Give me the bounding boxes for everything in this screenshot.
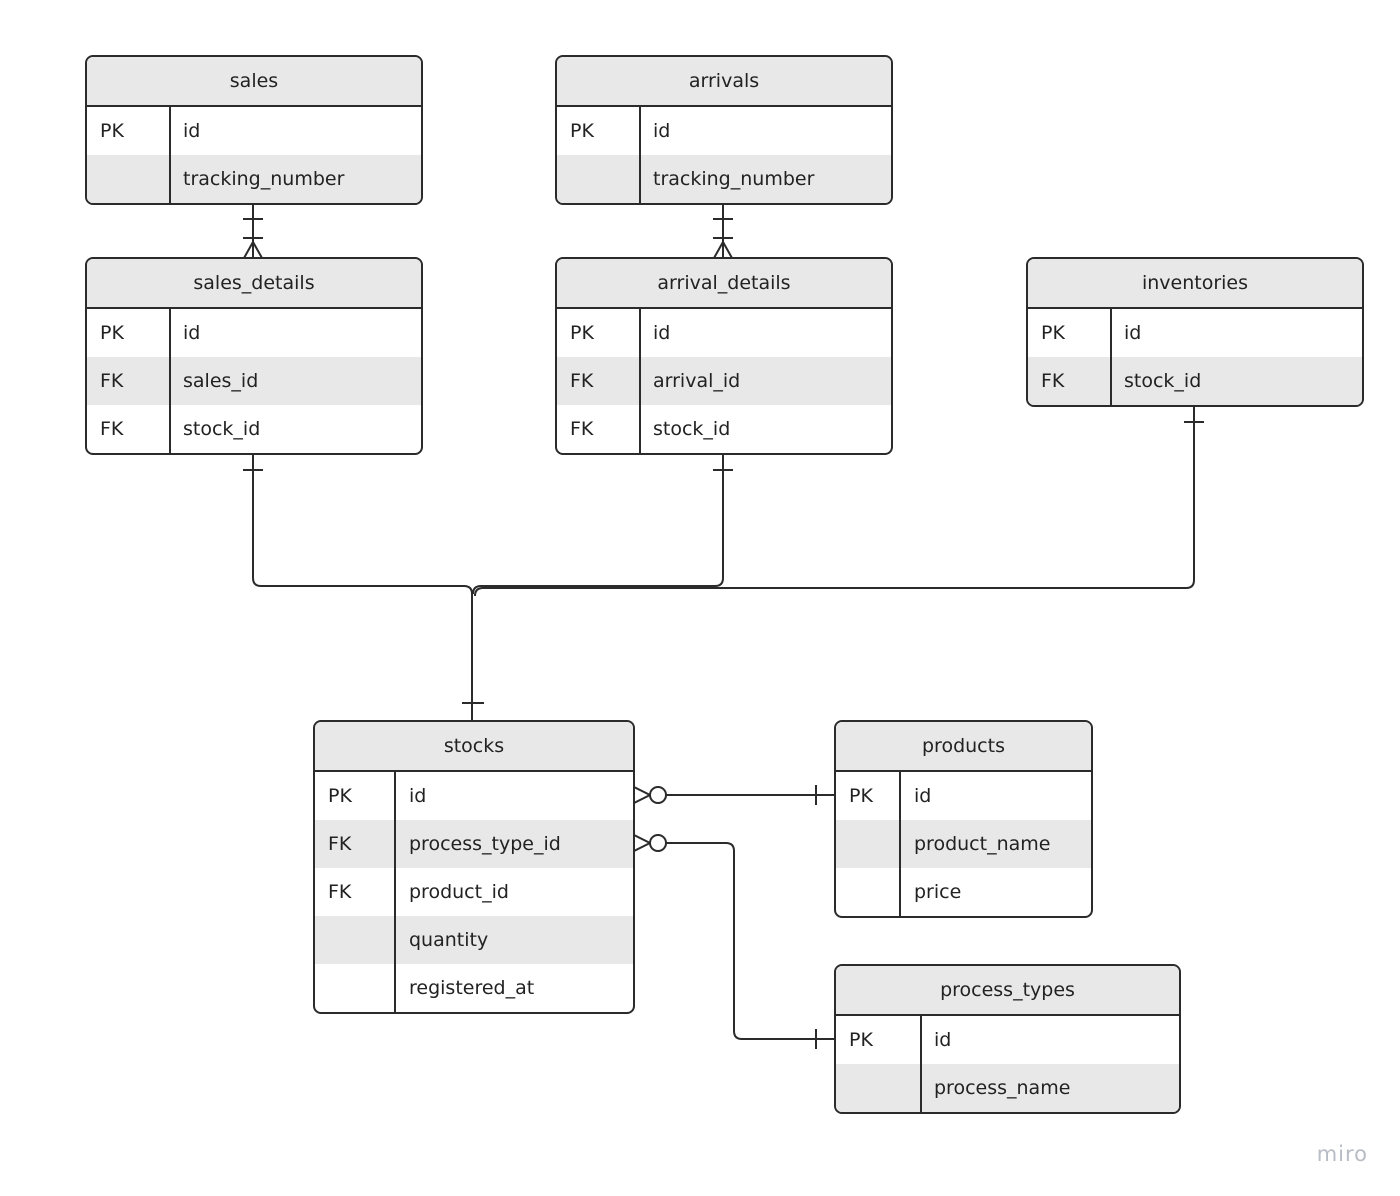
column-name: stock_id bbox=[183, 418, 261, 440]
column-name: id bbox=[183, 120, 201, 142]
key-label: PK bbox=[570, 120, 594, 142]
key-label: FK bbox=[570, 418, 594, 440]
connector-sales-sales-details[interactable] bbox=[243, 203, 263, 259]
key-label: PK bbox=[849, 785, 873, 807]
entity-row: FK stock_id bbox=[87, 405, 421, 453]
connector-sales-details-stocks[interactable] bbox=[243, 454, 473, 720]
column-divider bbox=[920, 1016, 922, 1112]
key-label: FK bbox=[100, 418, 124, 440]
entity-row: FK stock_id bbox=[1028, 357, 1362, 405]
entity-row: PK id bbox=[87, 309, 421, 357]
column-name: tracking_number bbox=[183, 168, 345, 190]
column-divider bbox=[169, 107, 171, 203]
column-name: product_id bbox=[409, 881, 509, 903]
column-name: quantity bbox=[409, 929, 489, 951]
key-label bbox=[836, 868, 902, 916]
column-name: id bbox=[934, 1029, 952, 1051]
key-label: FK bbox=[328, 881, 352, 903]
key-label: PK bbox=[100, 120, 124, 142]
entity-title: sales_details bbox=[87, 259, 421, 309]
key-label: PK bbox=[849, 1029, 873, 1051]
entity-row: FK product_id bbox=[315, 868, 633, 916]
column-name: id bbox=[653, 120, 671, 142]
column-divider bbox=[169, 309, 171, 453]
column-name: id bbox=[183, 322, 201, 344]
column-name: id bbox=[409, 785, 427, 807]
entity-sales[interactable]: sales PK id tracking_number bbox=[85, 55, 423, 205]
column-name: product_name bbox=[914, 833, 1051, 855]
entity-title: arrival_details bbox=[557, 259, 891, 309]
column-name: tracking_number bbox=[653, 168, 815, 190]
column-name: stock_id bbox=[653, 418, 731, 440]
column-divider bbox=[394, 772, 396, 1012]
entity-row: price bbox=[836, 868, 1091, 916]
key-label: FK bbox=[570, 370, 594, 392]
entity-title: arrivals bbox=[557, 57, 891, 107]
key-label: PK bbox=[328, 785, 352, 807]
column-divider bbox=[1110, 309, 1112, 405]
entity-row: quantity bbox=[315, 916, 633, 964]
entity-row: PK id bbox=[315, 772, 633, 820]
entity-title: sales bbox=[87, 57, 421, 107]
entity-row: FK sales_id bbox=[87, 357, 421, 405]
key-label bbox=[87, 155, 171, 203]
key-label bbox=[836, 820, 902, 868]
entity-title: inventories bbox=[1028, 259, 1362, 309]
connector-inventories-stocks[interactable] bbox=[474, 405, 1204, 597]
entity-row: FK arrival_id bbox=[557, 357, 891, 405]
entity-row: product_name bbox=[836, 820, 1091, 868]
entity-row: PK id bbox=[1028, 309, 1362, 357]
entity-row: PK id bbox=[836, 1016, 1179, 1064]
column-name: sales_id bbox=[183, 370, 259, 392]
key-label: PK bbox=[1041, 322, 1065, 344]
column-divider bbox=[639, 309, 641, 453]
key-label bbox=[557, 155, 641, 203]
column-name: registered_at bbox=[409, 977, 535, 999]
column-divider bbox=[639, 107, 641, 203]
key-label: PK bbox=[570, 322, 594, 344]
key-label: PK bbox=[100, 322, 124, 344]
key-label bbox=[315, 916, 397, 964]
column-name: process_type_id bbox=[409, 833, 561, 855]
entity-row: FK stock_id bbox=[557, 405, 891, 453]
entity-stocks[interactable]: stocks PK id FK process_type_id FK produ… bbox=[313, 720, 635, 1014]
column-name: id bbox=[1124, 322, 1142, 344]
key-label: FK bbox=[328, 833, 352, 855]
entity-arrival-details[interactable]: arrival_details PK id FK arrival_id FK s… bbox=[555, 257, 893, 455]
miro-watermark: miro bbox=[1316, 1142, 1368, 1166]
column-name: process_name bbox=[934, 1077, 1071, 1099]
column-name: stock_id bbox=[1124, 370, 1202, 392]
column-name: arrival_id bbox=[653, 370, 741, 392]
column-divider bbox=[899, 772, 901, 916]
entity-row: tracking_number bbox=[87, 155, 421, 203]
connector-stocks-process-types[interactable] bbox=[633, 834, 834, 1049]
column-name: price bbox=[914, 881, 962, 903]
entity-title: stocks bbox=[315, 722, 633, 772]
entity-row: PK id bbox=[557, 309, 891, 357]
entity-row: FK process_type_id bbox=[315, 820, 633, 868]
key-label bbox=[836, 1064, 922, 1112]
entity-row: PK id bbox=[87, 107, 421, 155]
entity-sales-details[interactable]: sales_details PK id FK sales_id FK stock… bbox=[85, 257, 423, 455]
entity-title: products bbox=[836, 722, 1091, 772]
entity-products[interactable]: products PK id product_name price bbox=[834, 720, 1093, 918]
connector-stocks-products[interactable] bbox=[633, 785, 834, 805]
entity-title: process_types bbox=[836, 966, 1179, 1016]
key-label: FK bbox=[100, 370, 124, 392]
connector-arrival-details-stocks[interactable] bbox=[472, 454, 733, 595]
entity-row: registered_at bbox=[315, 964, 633, 1012]
key-label bbox=[315, 964, 397, 1012]
column-name: id bbox=[914, 785, 932, 807]
connector-arrivals-arrival-details[interactable] bbox=[713, 203, 733, 259]
entity-process-types[interactable]: process_types PK id process_name bbox=[834, 964, 1181, 1114]
key-label: FK bbox=[1041, 370, 1065, 392]
column-name: id bbox=[653, 322, 671, 344]
entity-row: PK id bbox=[557, 107, 891, 155]
entity-arrivals[interactable]: arrivals PK id tracking_number bbox=[555, 55, 893, 205]
entity-row: PK id bbox=[836, 772, 1091, 820]
entity-row: process_name bbox=[836, 1064, 1179, 1112]
entity-row: tracking_number bbox=[557, 155, 891, 203]
entity-inventories[interactable]: inventories PK id FK stock_id bbox=[1026, 257, 1364, 407]
